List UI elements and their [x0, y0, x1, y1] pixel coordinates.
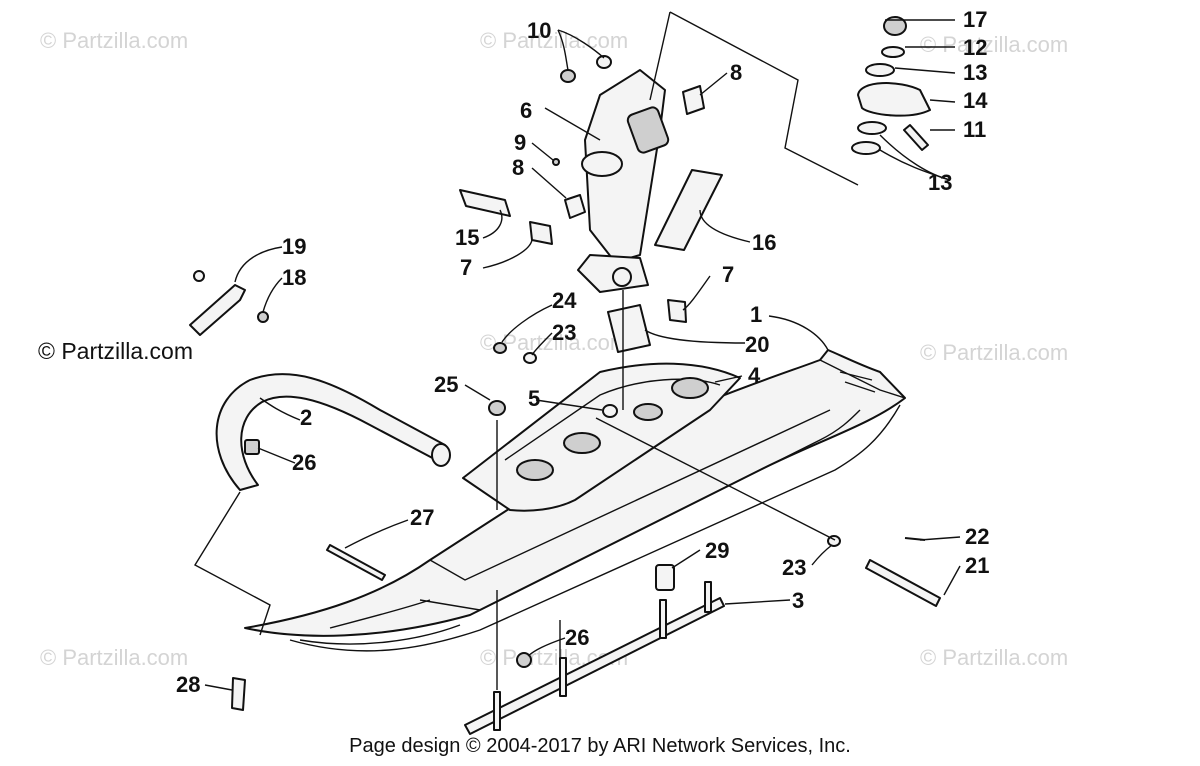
- spindle-assembly: [577, 69, 670, 293]
- screw-28: [231, 677, 246, 711]
- ski-loop-handle: [215, 373, 451, 491]
- callout-20: 20: [745, 332, 769, 357]
- callout-11: 11: [963, 117, 986, 142]
- callout-7a: 7: [460, 255, 472, 280]
- bushing-8-lower: [564, 194, 586, 219]
- bushing-7-left: [529, 221, 553, 245]
- callout-3: 3: [792, 588, 804, 613]
- nut-24: [493, 342, 507, 354]
- nut-10: [560, 69, 576, 83]
- callout-6: 6: [520, 98, 532, 123]
- callout-25: 25: [434, 372, 458, 397]
- callout-24: 24: [552, 288, 577, 313]
- leader-lines: [194, 11, 961, 691]
- watermark: © Partzilla.com: [920, 645, 1068, 670]
- bushing-7-right: [667, 299, 687, 323]
- callout-10: 10: [527, 18, 551, 43]
- watermark: © Partzilla.com: [40, 28, 188, 53]
- callout-21: 21: [965, 553, 989, 578]
- ski-saddle: [462, 362, 741, 512]
- callout-9: 9: [514, 130, 526, 155]
- nut-26-lower: [516, 652, 532, 668]
- washer-23-upper: [523, 352, 537, 364]
- watermark: © Partzilla.com: [920, 32, 1068, 57]
- callout-1: 1: [750, 302, 762, 327]
- callout-15: 15: [455, 225, 479, 250]
- page-footer: Page design © 2004-2017 by ARI Network S…: [349, 735, 851, 757]
- callout-8a: 8: [730, 60, 742, 85]
- callout-14: 14: [963, 88, 988, 113]
- spindle-decal: [654, 169, 723, 251]
- callout-8b: 8: [512, 155, 524, 180]
- callout-5: 5: [528, 386, 540, 411]
- watermark: © Partzilla.com: [40, 645, 188, 670]
- callout-7b: 7: [722, 262, 734, 287]
- spacer-29: [655, 564, 675, 591]
- callout-26a: 26: [292, 450, 316, 475]
- callout-23b: 23: [782, 555, 806, 580]
- watermark: © Partzilla.com: [920, 340, 1068, 365]
- pin-15: [459, 189, 511, 217]
- bolt-27: [326, 544, 386, 581]
- callout-18: 18: [282, 265, 306, 290]
- callout-19: 19: [282, 234, 306, 259]
- callout-26b: 26: [565, 625, 589, 650]
- callout-23a: 23: [552, 320, 576, 345]
- callout-29: 29: [705, 538, 729, 563]
- callout-12: 12: [963, 35, 987, 60]
- callout-labels: 1 2 3 4 5 6 7 7 8 8 9 10 11 12 13 13 14 …: [176, 7, 989, 697]
- callout-27: 27: [410, 505, 434, 530]
- partzilla-copyright: © Partzilla.com: [38, 338, 193, 364]
- watermark: © Partzilla.com: [480, 28, 628, 53]
- callout-2: 2: [300, 405, 312, 430]
- callout-22: 22: [965, 524, 989, 549]
- callout-17: 17: [963, 7, 987, 32]
- nut-25: [488, 400, 506, 416]
- bushing-8-top: [682, 85, 705, 115]
- steering-arm-parts: [851, 16, 931, 155]
- callout-16: 16: [752, 230, 776, 255]
- washer-5: [602, 404, 618, 418]
- callout-13b: 13: [928, 170, 952, 195]
- handle-bracket: [189, 270, 269, 336]
- callout-28: 28: [176, 672, 200, 697]
- watermark-group: © Partzilla.com © Partzilla.com © Partzi…: [40, 28, 1068, 670]
- washer-10: [596, 55, 612, 69]
- callout-4: 4: [748, 363, 761, 388]
- bolt-21: [865, 559, 941, 607]
- callout-13a: 13: [963, 60, 987, 85]
- shock-pad-20: [607, 304, 651, 353]
- nut-26-upper: [244, 439, 260, 455]
- wear-bar-runner: [464, 581, 725, 735]
- grease-fitting-9: [552, 158, 560, 166]
- bushings-and-fasteners: [231, 55, 941, 711]
